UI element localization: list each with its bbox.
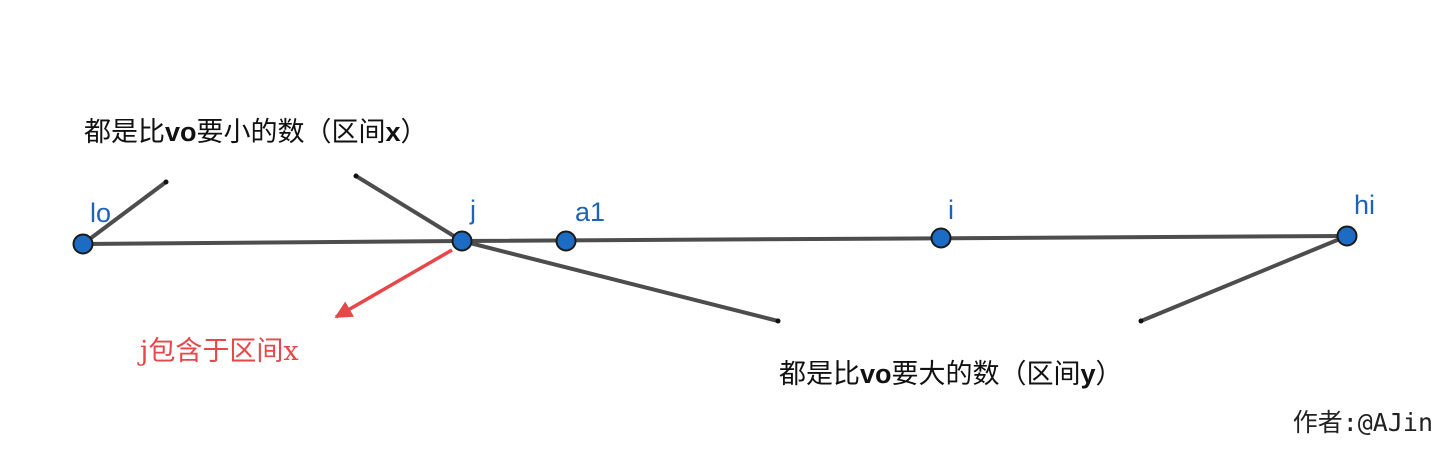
region-x-label: 都是比vo要小的数（区间x） (84, 117, 428, 148)
region-x-label-part1: 都是比 (84, 117, 165, 148)
author-label: 作者:@AJin (1293, 408, 1433, 437)
point-i (930, 227, 952, 249)
baseline-j-hi (460, 234, 1349, 243)
point-label-j: j (469, 195, 476, 225)
region-x-label-bold1: vo (165, 117, 197, 147)
point-j (451, 230, 473, 252)
point-label-lo: lo (90, 198, 111, 228)
stroke-endpoint (163, 179, 169, 185)
point-hi (1336, 225, 1358, 247)
region-y-label-part2: 要大的数（区间 (892, 359, 1081, 390)
point-a1 (555, 230, 577, 252)
region-y-right-stroke (1139, 234, 1349, 323)
point-label-i: i (948, 195, 954, 225)
region-y-label: 都是比vo要大的数（区间y） (779, 359, 1123, 390)
region-y-label-bold2: y (1081, 359, 1096, 389)
region-y-left-stroke (460, 239, 780, 323)
region-y-label-part3: ） (1096, 359, 1123, 390)
region-y-label-bold1: vo (860, 359, 892, 389)
region-x-label-part3: ） (401, 117, 428, 148)
region-x-left-stroke (81, 180, 168, 246)
baseline-lo-j (81, 239, 464, 246)
point-label-a1: a1 (575, 197, 605, 227)
note-label: j包含于区间x (137, 336, 299, 367)
stroke-endpoint (353, 173, 359, 179)
point-label-hi: hi (1354, 190, 1375, 220)
region-y-label-part1: 都是比 (779, 359, 860, 390)
region-x-label-part2: 要小的数（区间 (197, 117, 386, 148)
stroke-endpoint (1138, 318, 1144, 324)
point-lo (72, 233, 94, 255)
stroke-endpoint (775, 318, 781, 324)
region-x-right-stroke (354, 174, 464, 243)
region-x-label-bold2: x (386, 117, 401, 147)
note-arrow (334, 248, 453, 319)
